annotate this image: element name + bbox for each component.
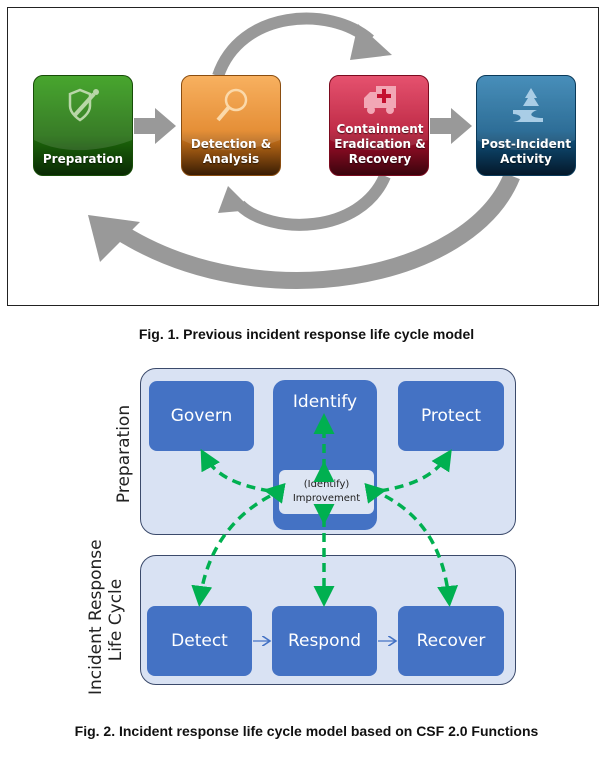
shield-sword-icon	[68, 88, 99, 122]
protect-label: Protect	[420, 406, 482, 426]
respond-label: Respond	[287, 631, 362, 651]
arrow-prep-to-detect	[134, 108, 176, 144]
arrow-post-to-prep	[115, 172, 520, 289]
arrow-improve-recover	[384, 494, 459, 607]
improvement-line1: (Identify)	[303, 479, 350, 490]
road-tree-icon	[513, 88, 543, 122]
arrow-improve-govern	[200, 448, 286, 504]
tile-containment: Containment Eradication & Recovery	[329, 75, 429, 176]
govern-label: Govern	[170, 406, 233, 426]
detect-label: Detect	[171, 631, 228, 651]
tile-post-incident: Post-Incident Activity	[476, 75, 576, 176]
tile-detection: Detection & Analysis	[181, 75, 281, 176]
figure1-arrows	[88, 12, 520, 289]
figure1-frame	[7, 7, 599, 306]
detect-box: Detect	[147, 606, 252, 676]
figure2-caption: Fig. 2. Incident response life cycle mod…	[74, 723, 539, 739]
improvement-line2: Improvement	[292, 493, 361, 504]
arrow-improve-detect	[191, 494, 271, 607]
identify-label: Identify	[292, 392, 358, 412]
tile-label: Post-Incident Activity	[480, 137, 572, 166]
tile-label: Containment Eradication & Recovery	[334, 122, 426, 166]
tile-label: Preparation	[42, 152, 124, 166]
arrow-contain-to-detect	[235, 173, 391, 231]
recover-label: Recover	[416, 631, 486, 651]
figure1-caption: Fig. 1. Previous incident response life …	[138, 326, 475, 342]
protect-box: Protect	[398, 381, 504, 451]
ambulance-icon	[364, 86, 396, 114]
recover-box: Recover	[398, 606, 504, 676]
arrow-detect-to-contain	[212, 12, 374, 79]
respond-box: Respond	[272, 606, 377, 676]
arrow-improve-protect	[364, 449, 452, 504]
magnifier-icon	[216, 88, 248, 122]
arrow-contain-to-post	[430, 108, 472, 144]
tile-label: Detection & Analysis	[190, 137, 272, 166]
tile-preparation: Preparation	[33, 75, 133, 176]
govern-box: Govern	[149, 381, 254, 451]
